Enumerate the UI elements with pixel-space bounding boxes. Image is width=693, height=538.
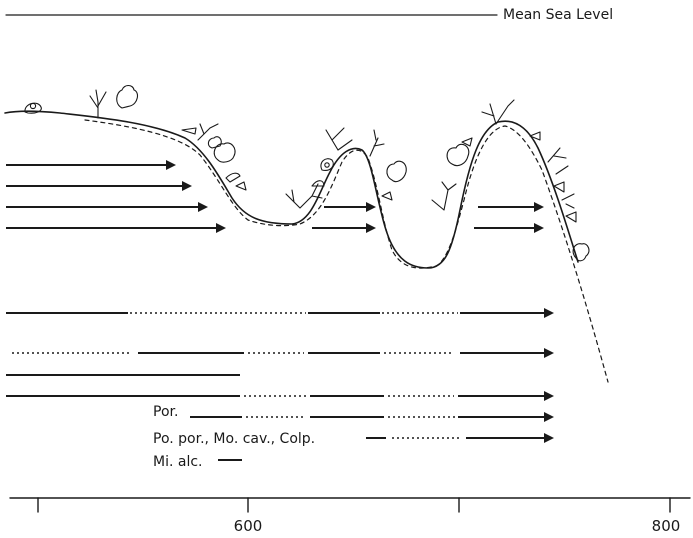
coral-polyp-icon <box>29 102 37 110</box>
arrowhead-icon <box>366 202 376 212</box>
arrowhead-icon <box>366 223 376 233</box>
plate-coral-icon <box>181 127 197 135</box>
arrowhead-icon <box>544 412 554 422</box>
plate-coral-icon <box>381 191 393 201</box>
branching-coral-icon <box>325 127 353 151</box>
substrate-dashed-line <box>84 119 609 383</box>
foliose-coral-icon <box>213 142 236 163</box>
branching-coral-icon <box>285 183 323 209</box>
range-arrows <box>6 160 554 461</box>
foliose-coral-icon <box>572 243 590 262</box>
x-axis-tick-label: 800 <box>652 517 681 535</box>
arrowhead-icon <box>544 348 554 358</box>
branching-coral-icon <box>561 193 575 209</box>
coral-head-icon <box>24 102 42 114</box>
plate-coral-icon <box>311 180 325 187</box>
foliose-coral-icon <box>386 160 407 183</box>
taxon-label-mi-alc: Mi. alc. <box>153 454 203 470</box>
plate-coral-icon <box>565 211 577 223</box>
branching-coral-icon <box>481 99 515 125</box>
plate-coral-icon <box>235 181 247 191</box>
arrowhead-icon <box>544 433 554 443</box>
plate-coral-icon <box>553 181 565 193</box>
biota-group <box>24 84 590 262</box>
arrowhead-icon <box>216 223 226 233</box>
plate-coral-icon <box>225 172 241 183</box>
coral-polyp-icon <box>324 162 330 168</box>
arrowhead-icon <box>534 223 544 233</box>
foliose-coral-icon <box>207 136 222 149</box>
reef-profile-line <box>4 110 579 269</box>
x-axis-tick-label: 600 <box>234 517 263 535</box>
foliose-coral-icon <box>116 84 139 109</box>
arrowhead-icon <box>534 202 544 212</box>
branching-coral-icon <box>197 123 219 141</box>
plate-coral-icon <box>529 131 541 141</box>
arrowhead-icon <box>166 160 176 170</box>
arrowhead-icon <box>544 308 554 318</box>
foliose-coral-icon <box>320 158 334 171</box>
taxon-label-po-por: Po. por., Mo. cav., Colp. <box>153 431 315 447</box>
taxon-label-por: Por. <box>153 404 178 420</box>
arrowhead-icon <box>182 181 192 191</box>
foliose-coral-icon <box>446 143 470 167</box>
sea-level-label: Mean Sea Level <box>503 7 613 23</box>
branching-coral-icon <box>547 147 569 175</box>
branching-coral-icon <box>431 181 457 211</box>
plate-coral-icon <box>461 137 473 147</box>
arrowhead-icon <box>198 202 208 212</box>
arrowhead-icon <box>544 391 554 401</box>
branching-coral-icon <box>369 129 385 157</box>
branching-coral-icon <box>89 89 107 119</box>
